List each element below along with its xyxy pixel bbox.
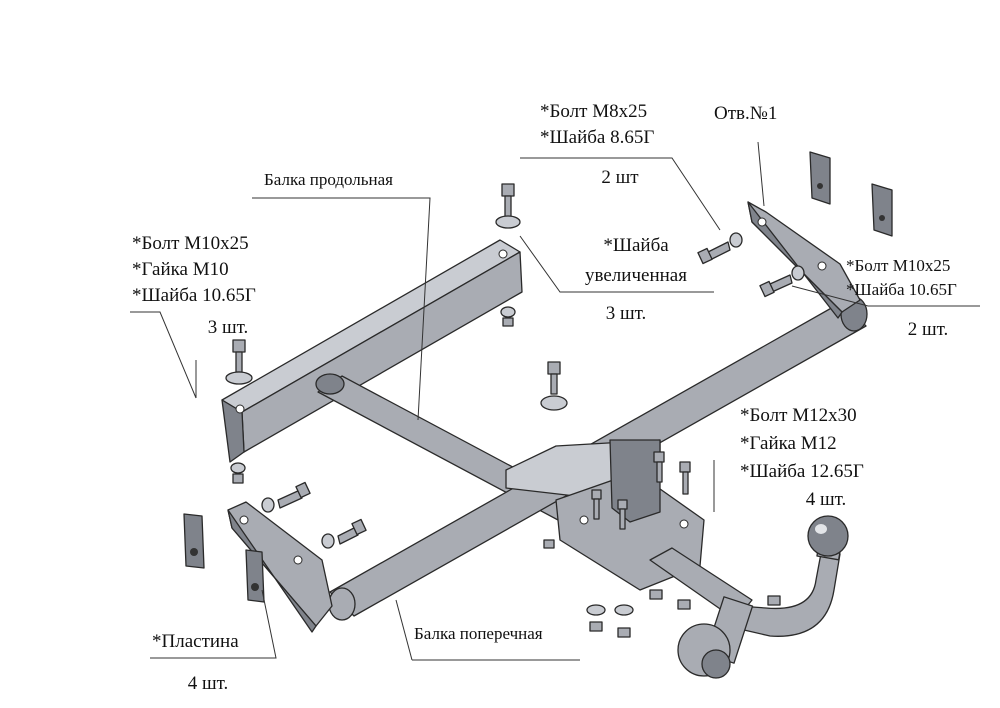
label-m10-right-qty: 2 шт.	[907, 319, 949, 340]
label-m10-left-washer: *Шайба 10.65Г	[132, 285, 256, 306]
label-m12-qty: 4 шт.	[805, 489, 847, 510]
label-m10-right-bolt: *Болт М10х25	[846, 256, 951, 275]
label-hole-1: Отв.№1	[714, 103, 778, 124]
label-m12-washer: *Шайба 12.65Г	[740, 461, 864, 482]
left-side-bracket	[227, 501, 333, 633]
label-m10-right-washer: *Шайба 10.65Г	[846, 280, 957, 299]
label-m10-left-bolt: *Болт М10х25	[132, 233, 249, 254]
label-m12-nut: *Гайка М12	[740, 433, 837, 454]
label-big-washer-qty: 3 шт.	[605, 303, 647, 324]
tow-hook	[649, 515, 849, 679]
right-side-bracket	[747, 201, 861, 319]
label-big-washer-l2: увеличенная	[585, 265, 687, 286]
label-big-washer-l1: *Шайба	[603, 235, 669, 256]
fasteners	[225, 183, 805, 638]
label-m10-left-qty: 3 шт.	[207, 317, 249, 338]
plates	[183, 151, 893, 603]
label-cross-beam: Балка поперечная	[414, 624, 543, 643]
longitudinal-bracket	[221, 239, 523, 463]
label-m8-washer: *Шайба 8.65Г	[540, 127, 655, 148]
leader-lines	[130, 141, 980, 661]
label-m8-qty: 2 шт	[601, 167, 639, 188]
label-plate-qty: 4 шт.	[187, 673, 229, 694]
label-m12-bolt: *Болт М12х30	[740, 405, 857, 426]
label-m8-bolt: *Болт М8х25	[540, 101, 648, 122]
label-plate: *Пластина	[152, 631, 239, 652]
label-m10-left-nut: *Гайка М10	[132, 259, 229, 280]
label-longitudinal-beam: Балка продольная	[264, 170, 393, 189]
